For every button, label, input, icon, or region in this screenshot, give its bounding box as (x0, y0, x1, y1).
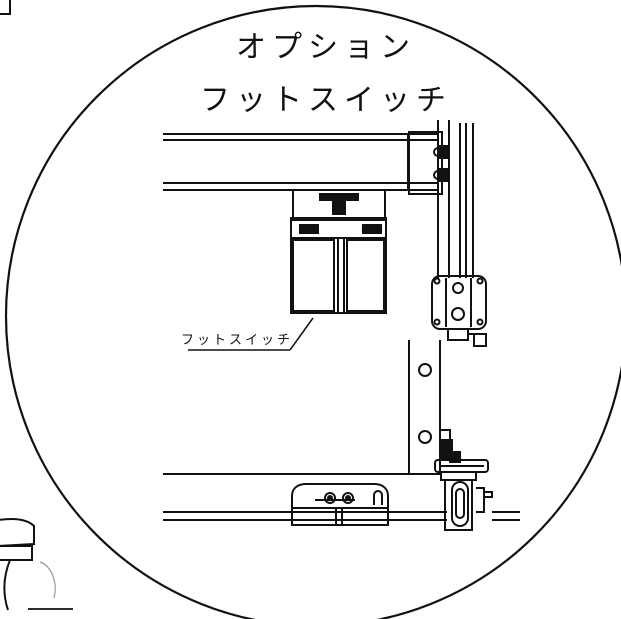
down-pedal[interactable] (346, 239, 385, 312)
detail-circle (4, 4, 621, 619)
offscreen-fragments (0, 0, 73, 611)
up-button-label: UP (304, 225, 315, 234)
foot-switch-mount (292, 189, 386, 221)
caster-wheel (434, 451, 493, 531)
detail-title-line-2: フットスイッチ (200, 83, 452, 118)
bottom-frame (163, 473, 520, 521)
foot-switch-callout-label: フットスイッチ (181, 333, 293, 348)
down-button-badge (362, 224, 382, 234)
right-side-plate (431, 275, 487, 347)
foot-switch-callout: フットスイッチ (181, 317, 314, 351)
up-button-badge (299, 224, 319, 234)
bottom-foot-switch (291, 483, 389, 526)
up-pedal[interactable] (292, 239, 335, 312)
lower-post (408, 340, 453, 474)
foot-switch-unit: UP DOWN (290, 217, 387, 314)
down-button-label: DOWN (361, 226, 383, 234)
upper-frame (163, 120, 474, 278)
detail-title-line-1: オプション (236, 30, 416, 65)
